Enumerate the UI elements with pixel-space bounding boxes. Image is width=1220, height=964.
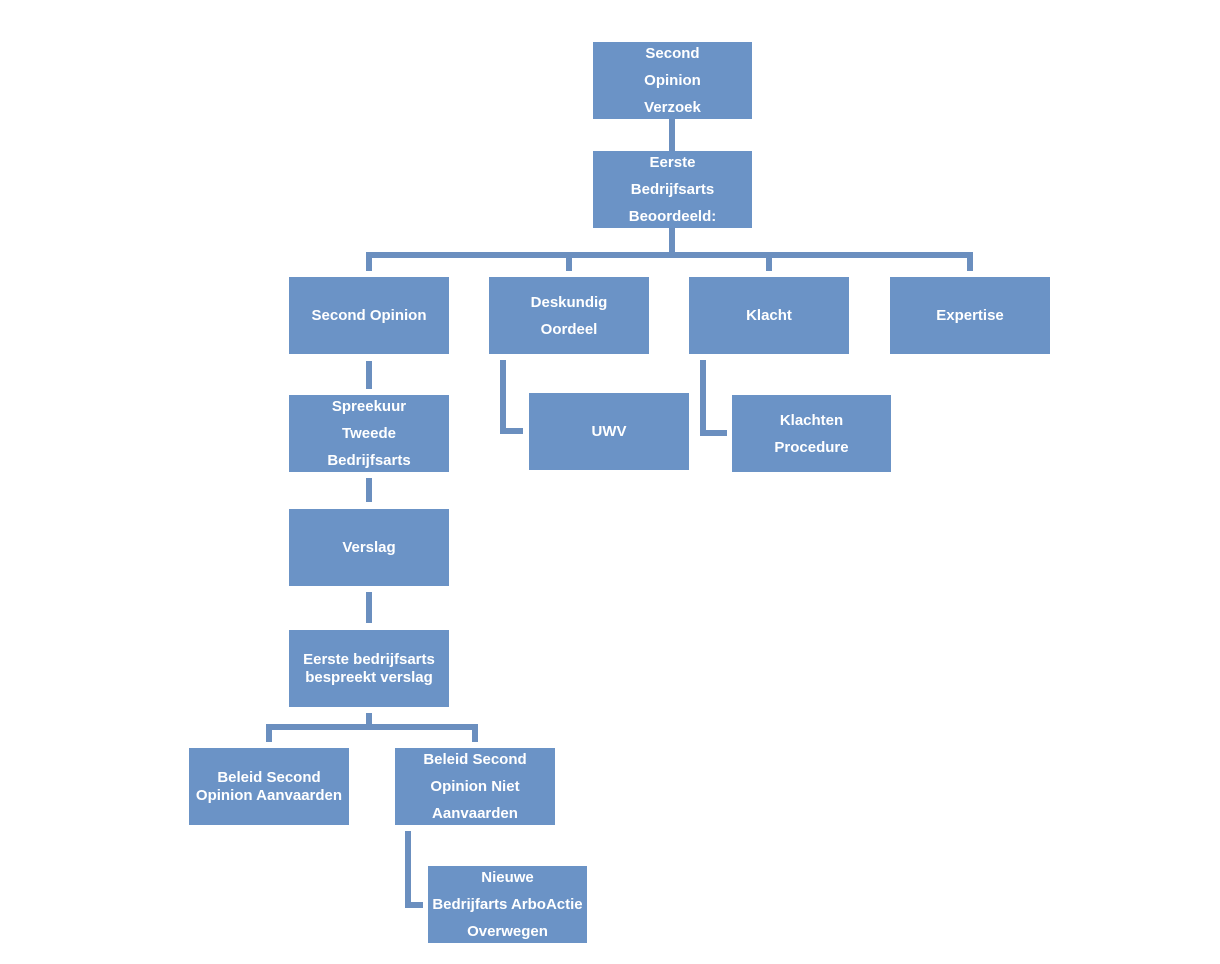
node-first-doctor-assessed: Eerste Bedrijfsarts Beoordeeld: [593,151,752,228]
node-second-opinion: Second Opinion [289,277,449,354]
connector-complaint-procedure [700,360,727,436]
node-complaint-procedure: Klachten Procedure [732,395,891,472]
node-expert-opinion: Deskundig Oordeel [489,277,649,354]
connector-reject-new-doctor [405,831,423,908]
node-complaint: Klacht [689,277,849,354]
node-consider-new-doctor: Nieuwe Bedrijfarts ArboActie Overwegen [428,866,587,943]
node-second-opinion-request: Second Opinion Verzoek [593,42,752,119]
node-consult-second-doctor: Spreekuur Tweede Bedrijfsarts [289,395,449,472]
node-accept-second-opinion-policy: Beleid Second Opinion Aanvaarden [189,748,349,825]
node-expertise: Expertise [890,277,1050,354]
node-reject-second-opinion-policy: Beleid Second Opinion Niet Aanvaarden [395,748,555,825]
node-report: Verslag [289,509,449,586]
connector-expert-uwv [500,360,523,434]
node-uwv: UWV [529,393,689,470]
node-first-doctor-discusses-report: Eerste bedrijfsarts bespreekt verslag [289,630,449,707]
